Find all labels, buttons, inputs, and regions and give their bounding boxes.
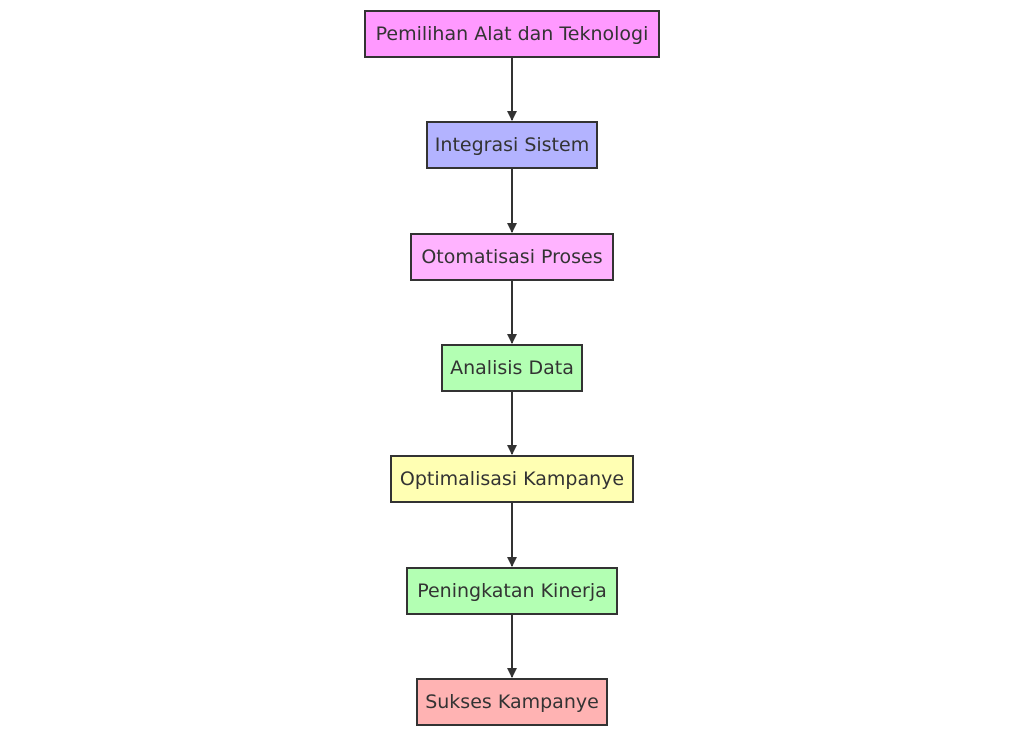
node-label: Sukses Kampanye (425, 691, 599, 713)
node-label: Pemilihan Alat dan Teknologi (375, 23, 649, 45)
node-label: Optimalisasi Kampanye (399, 468, 625, 490)
node-label: Integrasi Sistem (434, 134, 590, 156)
node-pemilihan-alat-dan-teknologi: Pemilihan Alat dan Teknologi (364, 10, 660, 58)
node-label: Peningkatan Kinerja (417, 580, 607, 602)
node-peningkatan-kinerja: Peningkatan Kinerja (406, 567, 618, 615)
node-label: Analisis Data (450, 357, 574, 379)
node-analisis-data: Analisis Data (441, 344, 583, 392)
node-sukses-kampanye: Sukses Kampanye (416, 678, 608, 726)
node-label: Otomatisasi Proses (421, 246, 603, 268)
node-otomatisasi-proses: Otomatisasi Proses (410, 233, 614, 281)
node-integrasi-sistem: Integrasi Sistem (426, 121, 598, 169)
node-optimalisasi-kampanye: Optimalisasi Kampanye (390, 455, 634, 503)
